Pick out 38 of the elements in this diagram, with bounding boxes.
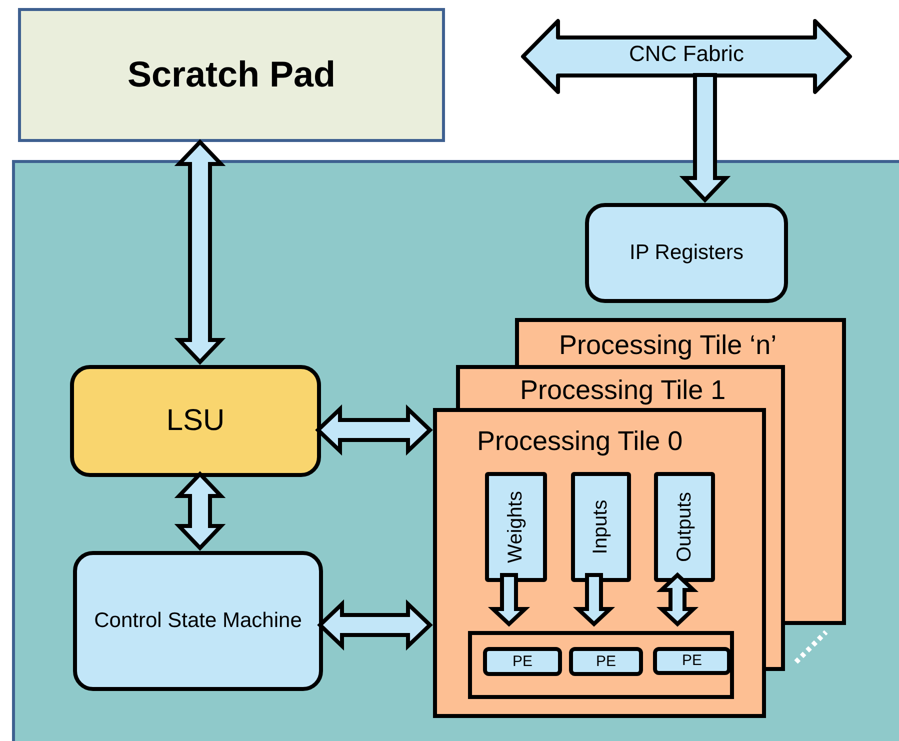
node-label: Processing Tile 0 — [477, 426, 683, 457]
pe-box — [653, 647, 731, 675]
node-label: PE — [594, 651, 617, 672]
node-label: Control State Machine — [93, 608, 303, 634]
node-label: Scratch Pad — [126, 52, 337, 97]
node-label: Processing Tile 1 — [520, 375, 726, 406]
node-label: Inputs — [590, 500, 612, 554]
tile-box — [515, 318, 846, 365]
double-block-arrow — [317, 599, 433, 651]
rounded-box — [73, 551, 323, 691]
node-label: PE — [511, 651, 534, 672]
bus-double-arrow — [520, 18, 853, 95]
double-block-arrow — [174, 471, 226, 551]
block-arrow — [679, 73, 731, 203]
rounded-box — [70, 365, 321, 477]
buffer-box — [571, 472, 631, 582]
node-label: LSU — [165, 402, 226, 439]
buffer-box — [654, 472, 715, 582]
tile-box — [433, 408, 766, 718]
scratch-pad-box — [18, 8, 445, 142]
node-label: CNC Fabric — [628, 40, 745, 68]
double-block-arrow — [656, 572, 699, 627]
node-label: IP Registers — [628, 240, 744, 266]
double-block-arrow — [315, 404, 433, 456]
rounded-box — [585, 203, 788, 303]
pe-box — [569, 647, 643, 676]
buffer-box — [485, 472, 547, 582]
node-label: Weights — [504, 491, 528, 563]
background-panel — [12, 160, 899, 741]
pe-array-box — [468, 631, 734, 699]
tile-box — [456, 365, 785, 408]
block-arrow — [488, 573, 530, 627]
node-label: Processing Tile ‘n’ — [559, 330, 777, 361]
node-label: PE — [680, 650, 703, 671]
pe-box — [483, 647, 562, 676]
block-arrow — [572, 573, 616, 627]
double-block-arrow — [174, 139, 226, 365]
node-label: Outputs — [673, 492, 696, 562]
